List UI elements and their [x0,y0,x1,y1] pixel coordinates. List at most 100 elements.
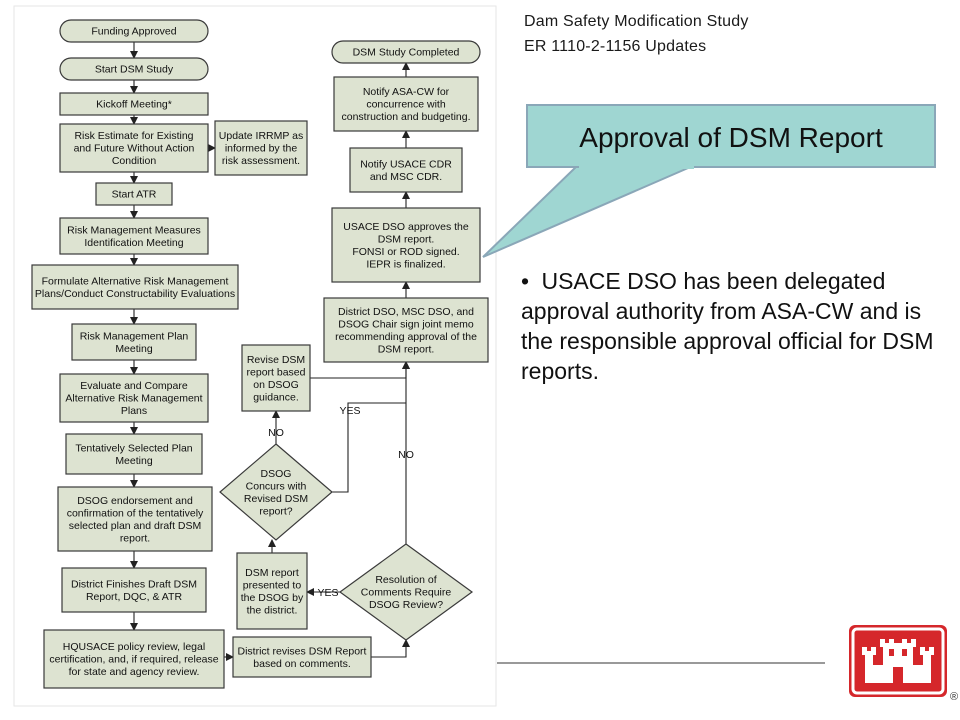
flow-box-asa-text: concurrence with [366,99,446,111]
body-paragraph: • USACE DSO has been delegated approval … [521,266,951,386]
header-subtitle: ER 1110-2-1156 Updates [524,38,707,55]
flow-box-kickoff: Kickoff Meeting* [59,92,209,116]
flow-box-presented-shape [236,552,308,630]
flow-box-joint_memo-text: recommending approval of the [335,331,477,343]
flow-box-hq-text: for state and agency review. [69,666,200,678]
flow-box-district-revises-shape [232,636,372,678]
label-no-right: NO [398,449,414,461]
flow-box-risk-text: Condition [112,155,157,167]
connector-revises-resolution [371,639,410,658]
flow-diamond-dsog-concurs-text: Revised DSM [244,493,308,505]
connector-revise-memo [310,361,410,379]
flow-box-rmp-text: Meeting [115,343,153,355]
flow-box-rmm-shape [59,217,209,255]
flow-box-risk-text: Risk Estimate for Existing [74,130,193,142]
connector-concurs-yes [332,402,406,493]
flow-diamond-dsog-concurs-text: DSOG [261,468,292,480]
flow-box-joint_memo-shape [323,297,489,363]
flow-box-presented-text: the DSOG by [241,592,304,604]
flow-box-dsog_endorse-shape [57,486,213,552]
flow-box-cdr-shape [349,147,463,193]
flow-box-dso_approves-shape [331,207,481,283]
flow-box-funding-shape [59,19,209,43]
flow-box-presented-text: presented to [243,579,302,591]
flow-diamond-resolution-text: Resolution of [375,574,436,586]
callout-pointer [482,164,696,258]
flow-box-district_draft-shape [61,567,207,613]
flow-box-revise-text: report based [247,366,306,378]
flow-box-irrmp-text: risk assessment. [222,155,300,167]
flow-box-asa-text: construction and budgeting. [341,111,470,123]
flow-box-atr: Start ATR [95,182,173,206]
flow-box-formulate-text: Plans/Conduct Constructability Evaluatio… [35,288,235,300]
flow-box-joint_memo-text: DSOG Chair sign joint memo [338,318,474,330]
flow-box-rmm-text: Risk Management Measures [67,224,201,236]
flow-box-asa-text: Notify ASA-CW for [363,86,450,98]
flow-box-funding-text: Funding Approved [91,26,176,38]
flow-diamond-resolution-text: DSOG Review? [369,599,443,611]
registered-mark: ® [950,691,958,703]
flow-box-formulate: Formulate Alternative Risk ManagementPla… [31,264,239,310]
label-no-left: NO [268,427,284,439]
flow-box-revise-text: on DSOG [253,379,299,391]
flow-box-cdr-text: Notify USACE CDR [360,158,452,170]
flow-box-dso_approves-text: DSM report. [378,233,435,245]
flow-box-dsog_endorse-text: report. [120,532,150,544]
flow-box-evaluate-text: Alternative Risk Management [65,393,202,405]
flow-diamond-dsog-concurs-text: report? [259,505,292,517]
flow-diamond-resolution-text: Comments Require [361,587,452,599]
flow-box-irrmp-shape [214,120,308,176]
callout-title: Approval of DSM Report [579,122,883,153]
flow-box-evaluate-text: Evaluate and Compare [80,380,188,392]
callout-box [526,104,936,168]
flow-box-rmp-text: Risk Management Plan [80,330,189,342]
flow-box-district-revises-text: based on comments. [253,658,350,670]
flow-box-start: Start DSM Study [59,57,209,81]
flow-box-kickoff-shape [59,92,209,116]
flowchart-connectors [130,42,410,661]
flow-box-evaluate-shape [59,373,209,423]
flow-box-atr-text: Start ATR [112,189,157,201]
flow-box-tsp-text: Meeting [115,455,153,467]
flow-box-presented-text: the district. [247,604,298,616]
flow-box-hq-shape [43,629,225,689]
flow-box-dsog_endorse-text: confirmation of the tentatively [67,507,204,519]
flow-box-irrmp-text: informed by the [225,143,298,155]
flow-box-atr-shape [95,182,173,206]
flow-box-district_draft-text: Report, DQC, & ATR [86,591,182,603]
flow-box-risk-text: and Future Without Action [74,143,195,155]
flow-box-kickoff-text: Kickoff Meeting* [96,99,172,111]
flow-box-presented-text: DSM report [245,567,299,579]
flow-box-hq: HQUSACE policy review, legalcertificatio… [43,629,225,689]
label-yes-bottom: YES [317,587,338,599]
flow-box-hq-text: HQUSACE policy review, legal [63,641,205,653]
bullet-icon: • [521,268,530,294]
flow-box-dsog_endorse-text: selected plan and draft DSM [69,520,202,532]
flow-box-evaluate-text: Plans [121,405,147,417]
flow-box-dso_approves-text: FONSI or ROD signed. [352,246,459,258]
flow-box-rmm-text: Identification Meeting [84,237,183,249]
flow-box-rmp-shape [71,323,197,361]
flow-box-dsog_endorse-text: DSOG endorsement and [77,495,193,507]
flow-diamond-dsog-concurs-shape [219,443,333,541]
flow-box-tsp-text: Tentatively Selected Plan [75,442,192,454]
flow-box-dso_approves-text: IEPR is finalized. [366,258,445,270]
flow-box-start-text: Start DSM Study [95,64,174,76]
flow-box-asa-shape [333,76,479,132]
